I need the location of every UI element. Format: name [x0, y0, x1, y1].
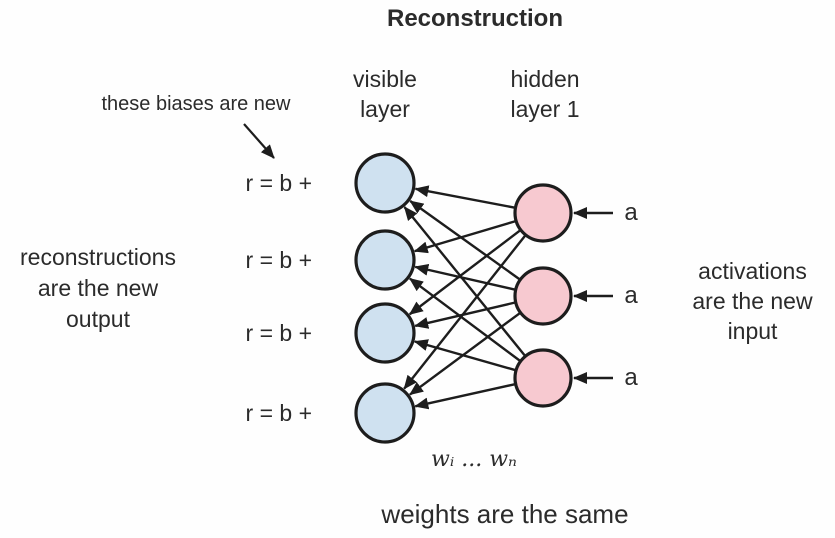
weight-connection-arrow: [413, 339, 517, 372]
bias-formula-3: r = b +: [245, 320, 312, 346]
hidden-layer-label: hidden layer 1: [475, 64, 615, 124]
visible-node: [354, 302, 416, 364]
activations-note: activations are the new input: [660, 256, 835, 346]
bias-formula-1: r = b +: [245, 170, 312, 196]
visible-node: [354, 382, 416, 444]
visible-node: [354, 152, 416, 214]
weight-connection-arrow: [409, 311, 522, 396]
reconstructions-note: reconstructions are the new output: [0, 242, 196, 335]
weight-connection-arrow: [414, 382, 516, 410]
hidden-layer-label-line1: hidden: [510, 66, 580, 92]
bias-formula-2: r = b +: [245, 247, 312, 273]
reconstructions-note-line3: output: [66, 306, 130, 332]
activation-label-1: a: [624, 199, 638, 226]
activation-label-2: a: [624, 282, 638, 309]
weight-connection-arrow: [403, 234, 527, 390]
reconstructions-note-line1: reconstructions: [20, 244, 176, 270]
reconstructions-note-line2: are the new: [37, 275, 159, 301]
weight-connection-arrow: [409, 277, 522, 363]
weight-connection-arrow: [409, 200, 521, 281]
visible-layer-label-line1: visible: [353, 66, 417, 92]
hidden-node: [513, 183, 573, 243]
activation-label-3: a: [624, 364, 638, 391]
hidden-layer-label-line2: layer 1: [510, 96, 580, 122]
visible-layer-label-line2: layer: [360, 96, 410, 122]
weights-symbol-label: wᵢ ... wₙ: [431, 447, 517, 472]
visible-node: [354, 229, 416, 291]
bias-formula-4: r = b +: [245, 400, 312, 426]
activations-note-line2: are the new: [692, 288, 813, 314]
weight-connection-arrow: [413, 219, 517, 254]
weight-connection-arrow: [414, 301, 517, 329]
hidden-node: [513, 348, 573, 408]
activations-note-line1: activations: [698, 258, 807, 284]
weight-connection-arrow: [414, 185, 516, 209]
weight-connection-arrow: [414, 263, 516, 291]
diagram-title: Reconstruction: [386, 5, 563, 32]
hidden-node: [513, 266, 573, 326]
weight-connection-arrow: [403, 206, 527, 358]
visible-layer-label: visible layer: [315, 64, 455, 124]
weight-connection-arrow: [408, 228, 522, 316]
activations-note-line3: input: [727, 318, 778, 344]
weights-note: weights are the same: [381, 499, 629, 529]
biases-note: these biases are new: [101, 93, 291, 115]
biases-note-arrow: [243, 123, 275, 159]
